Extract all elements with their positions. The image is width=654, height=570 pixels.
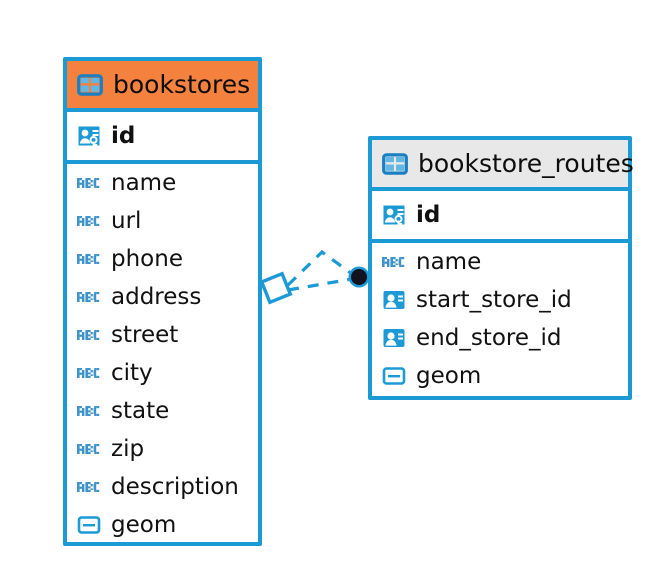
entity-bookstores[interactable]: bookstores id (63, 57, 262, 546)
field-row-geom[interactable]: geom (67, 506, 258, 544)
diamond-marker (259, 271, 293, 305)
field-row-address[interactable]: address (67, 278, 258, 316)
field-name: city (111, 359, 153, 386)
field-name: name (416, 248, 482, 275)
field-row-street[interactable]: street (67, 316, 258, 354)
field-name: url (111, 207, 142, 234)
field-name: address (111, 283, 202, 310)
entity-header-bookstore-routes[interactable]: bookstore_routes (372, 140, 634, 187)
primary-key-icon (78, 126, 100, 147)
field-row-description[interactable]: description (67, 468, 258, 506)
abc-text-icon (382, 257, 405, 267)
geometry-icon (382, 367, 406, 385)
abc-text-icon (77, 368, 100, 378)
field-row-city[interactable]: city (67, 354, 258, 392)
pk-divider (67, 160, 258, 164)
field-row-id[interactable]: id (372, 191, 628, 239)
entity-header-bookstores[interactable]: bookstores (67, 61, 258, 108)
abc-text-icon (77, 292, 100, 302)
field-name: street (111, 321, 179, 348)
field-row-phone[interactable]: phone (67, 240, 258, 278)
field-name: geom (416, 362, 482, 389)
entity-bookstore-routes[interactable]: bookstore_routes id (368, 136, 634, 400)
geometry-icon (77, 516, 101, 534)
relationship-line-upper (286, 249, 353, 287)
entity-title: bookstores (113, 70, 251, 99)
abc-text-icon (77, 216, 100, 226)
field-row-state[interactable]: state (67, 392, 258, 430)
field-row-end-store-id[interactable]: end_store_id (372, 319, 628, 357)
abc-text-icon (77, 330, 100, 340)
abc-text-icon (77, 178, 100, 188)
abc-text-icon (77, 444, 100, 454)
field-name: zip (111, 435, 145, 462)
field-row-geom[interactable]: geom (372, 357, 628, 395)
header-divider (67, 108, 258, 112)
field-row-start-store-id[interactable]: start_store_id (372, 281, 628, 319)
foreign-key-icon (383, 329, 405, 347)
field-name: id (416, 201, 441, 228)
field-name: end_store_id (416, 324, 562, 351)
primary-key-icon (383, 205, 405, 226)
field-name: phone (111, 245, 183, 272)
field-row-id[interactable]: id (67, 112, 258, 160)
abc-text-icon (77, 254, 100, 264)
table-icon (382, 152, 408, 175)
abc-text-icon (77, 406, 100, 416)
abc-text-icon (77, 482, 100, 492)
header-divider (372, 187, 628, 191)
field-name: geom (111, 511, 177, 538)
foreign-key-icon (383, 291, 405, 309)
field-list-bookstore-routes: name start_store_id (372, 243, 628, 395)
table-icon (77, 73, 103, 96)
filled-circle-marker (348, 266, 370, 288)
field-name: state (111, 397, 170, 424)
field-row-name[interactable]: name (372, 243, 628, 281)
field-list-bookstores: name url (67, 164, 258, 544)
field-name: name (111, 169, 177, 196)
pk-divider (372, 239, 628, 243)
field-name: start_store_id (416, 286, 572, 313)
field-row-url[interactable]: url (67, 202, 258, 240)
field-name: id (111, 122, 136, 149)
field-row-zip[interactable]: zip (67, 430, 258, 468)
relationship-line-lower (287, 277, 353, 292)
field-name: description (111, 473, 239, 500)
field-row-name[interactable]: name (67, 164, 258, 202)
entity-title: bookstore_routes (418, 149, 634, 178)
